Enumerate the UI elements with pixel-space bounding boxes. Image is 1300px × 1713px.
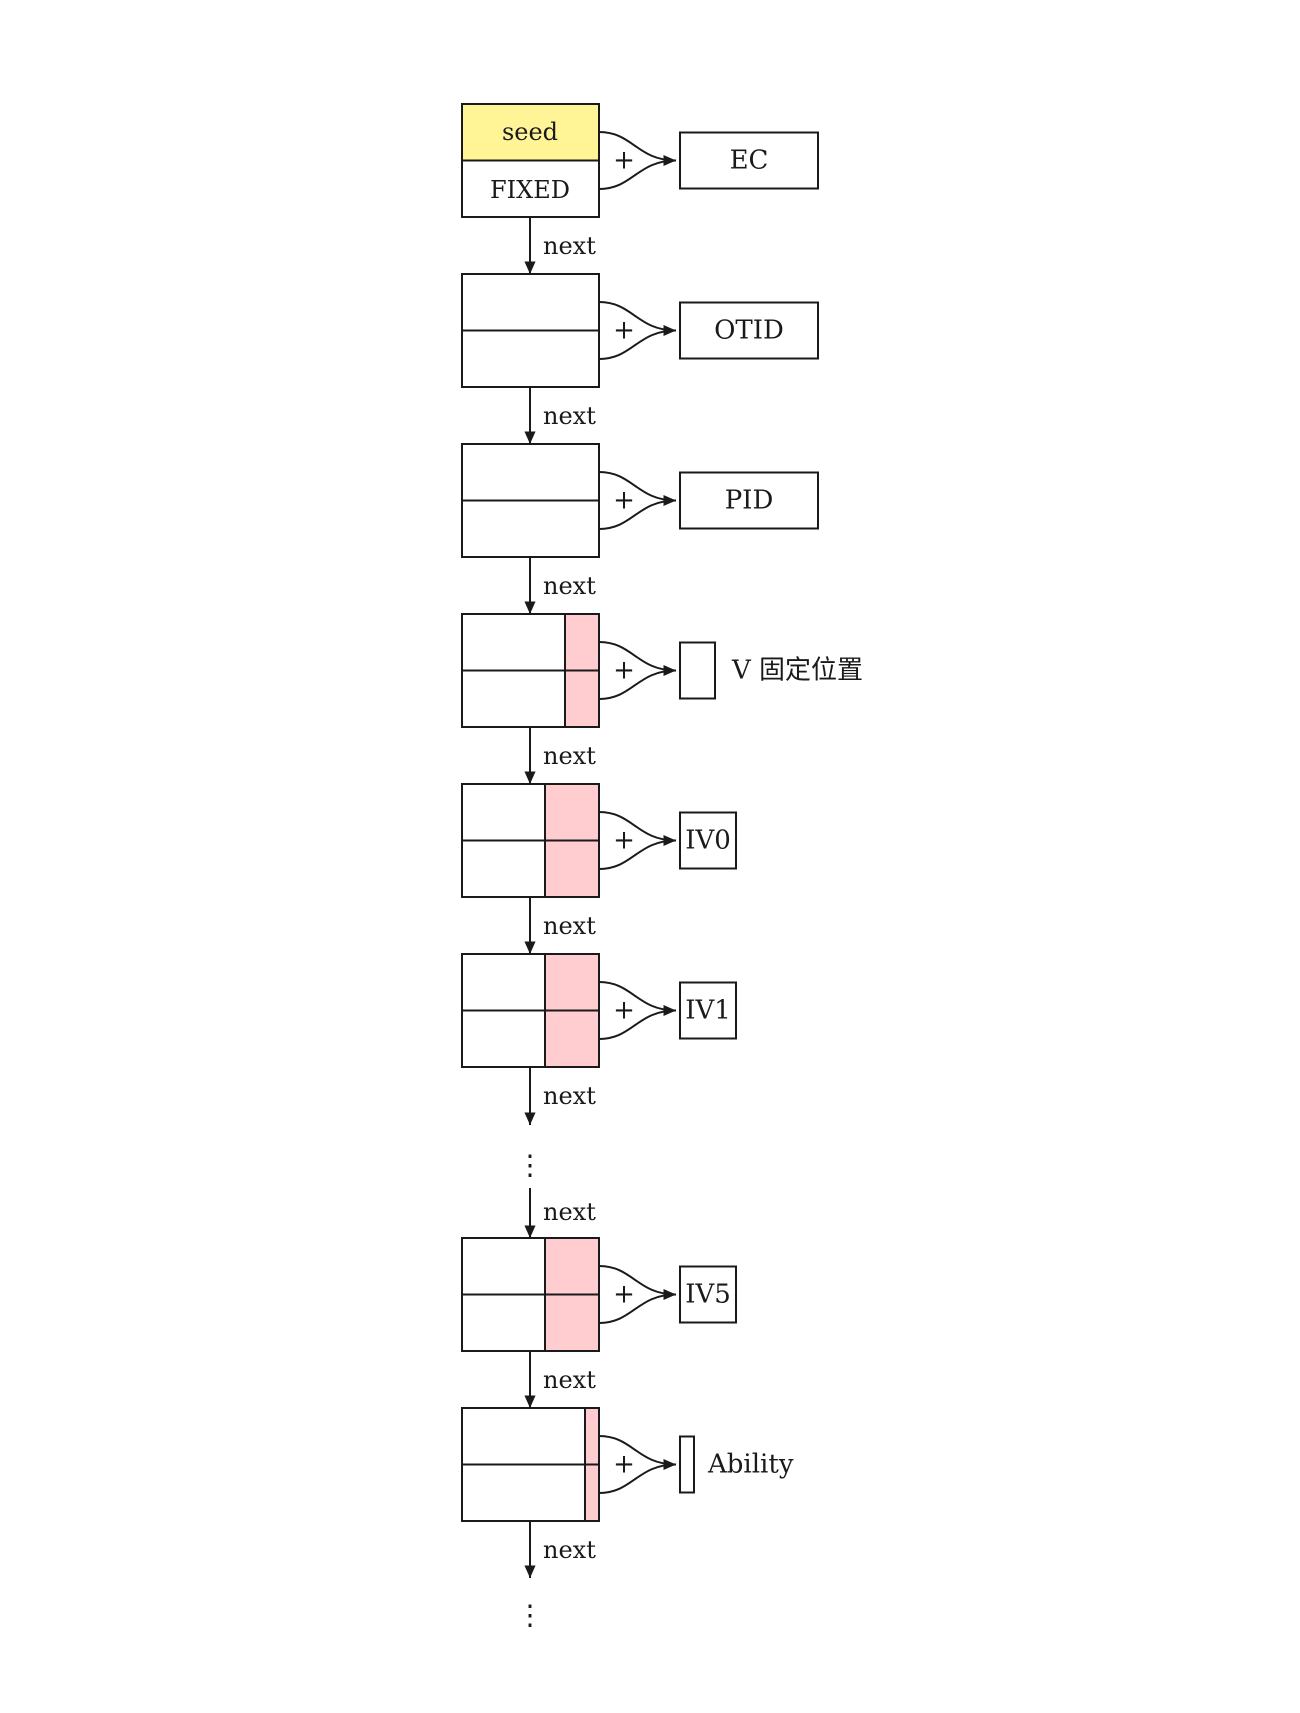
next-label: next bbox=[543, 1198, 596, 1226]
next-label: next bbox=[543, 1536, 596, 1564]
output-label: EC bbox=[730, 146, 769, 176]
output-box bbox=[679, 981, 737, 1040]
plus-sign: + bbox=[613, 996, 635, 1026]
merge-curve-upper bbox=[598, 471, 677, 502]
ellipsis: ⋮ bbox=[516, 1599, 544, 1632]
output-label: IV0 bbox=[685, 826, 731, 856]
output-box bbox=[679, 641, 716, 700]
merge-curve-lower bbox=[598, 1288, 677, 1324]
merge-curve-lower bbox=[598, 1004, 677, 1040]
merge-curve-upper bbox=[598, 1265, 677, 1296]
output-box bbox=[679, 301, 819, 360]
plus-sign: + bbox=[613, 1280, 635, 1310]
seed-label: seed bbox=[502, 118, 558, 146]
output-label: IV1 bbox=[685, 996, 731, 1026]
merge-curve-upper bbox=[598, 1435, 677, 1466]
seed-cell bbox=[462, 104, 599, 161]
merge-curve-lower bbox=[598, 324, 677, 360]
next-label: next bbox=[543, 742, 596, 770]
output-label: Ability bbox=[707, 1450, 794, 1480]
plus-sign: + bbox=[613, 146, 635, 176]
merge-curve-lower bbox=[598, 834, 677, 870]
output-box bbox=[679, 131, 819, 190]
output-box bbox=[679, 1265, 737, 1324]
next-label: next bbox=[543, 1366, 596, 1394]
merge-curve-lower bbox=[598, 154, 677, 190]
ellipsis: ⋮ bbox=[516, 1149, 544, 1182]
output-label: OTID bbox=[714, 316, 784, 346]
next-label: next bbox=[543, 1082, 596, 1110]
merge-curve-lower bbox=[598, 664, 677, 700]
plus-sign: + bbox=[613, 826, 635, 856]
output-label: V 固定位置 bbox=[731, 656, 863, 686]
output-label: PID bbox=[725, 486, 774, 516]
merge-curve-lower bbox=[598, 1458, 677, 1494]
merge-curve-lower bbox=[598, 494, 677, 530]
output-label: IV5 bbox=[685, 1280, 731, 1310]
plus-sign: + bbox=[613, 656, 635, 686]
output-box bbox=[679, 811, 737, 870]
next-label: next bbox=[543, 572, 596, 600]
plus-sign: + bbox=[613, 486, 635, 516]
plus-sign: + bbox=[613, 1450, 635, 1480]
merge-curve-upper bbox=[598, 301, 677, 332]
output-box bbox=[679, 1435, 695, 1494]
merge-curve-upper bbox=[598, 981, 677, 1012]
next-label: next bbox=[543, 912, 596, 940]
merge-curve-upper bbox=[598, 641, 677, 672]
merge-curve-upper bbox=[598, 131, 677, 162]
next-label: next bbox=[543, 232, 596, 260]
fixed-label: FIXED bbox=[490, 176, 570, 204]
merge-curve-upper bbox=[598, 811, 677, 842]
plus-sign: + bbox=[613, 316, 635, 346]
next-label: next bbox=[543, 402, 596, 430]
output-box bbox=[679, 471, 819, 530]
